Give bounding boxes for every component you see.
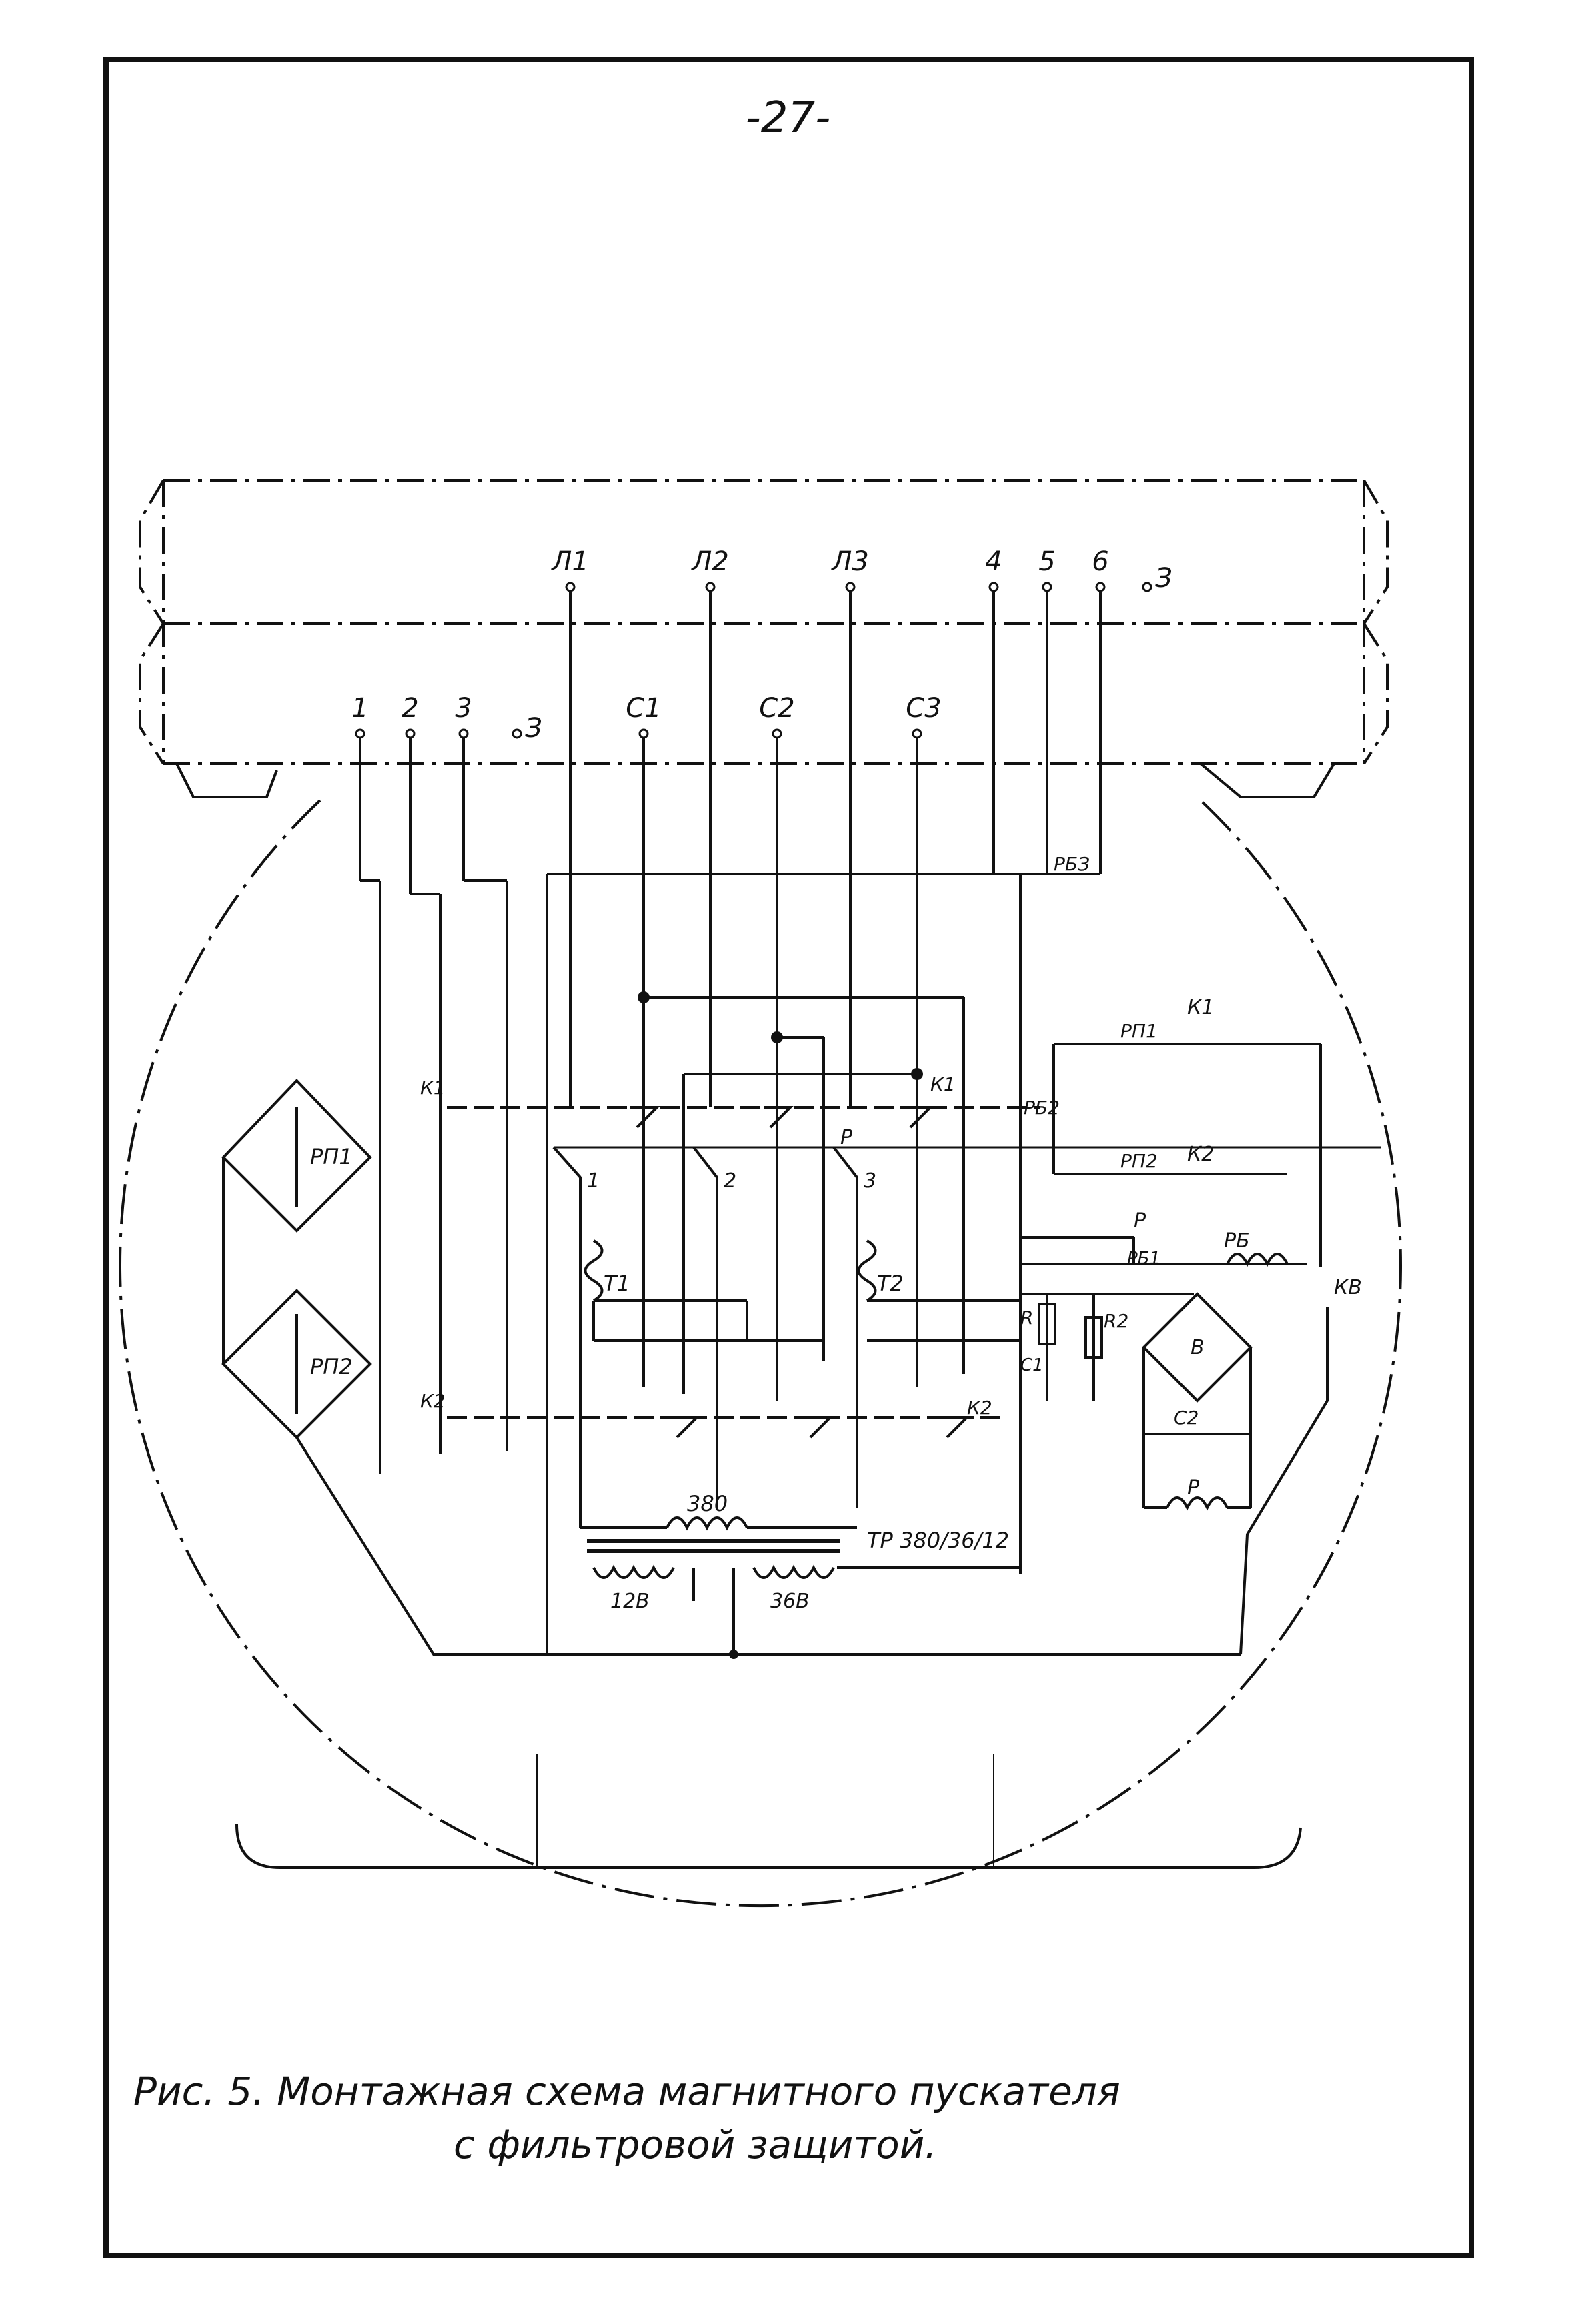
label-rb2: РБ2 (1024, 1097, 1060, 1119)
label-r: R (1020, 1307, 1033, 1329)
switches (552, 1146, 858, 1508)
label-t2: Т2 (877, 1271, 904, 1296)
terminal-label-5: 5 (1038, 546, 1055, 577)
label-p-top: Р (1134, 1209, 1146, 1233)
label-switch-3: 3 (864, 1169, 876, 1193)
terminal-label-l1: Л1 (550, 546, 589, 577)
terminal-label-c3: С3 (906, 693, 941, 724)
label-12v: 12В (610, 1590, 650, 1613)
label-rp1: РП1 (310, 1144, 353, 1169)
housing-top (139, 479, 1389, 765)
label-k1-coil: К1 (1187, 996, 1214, 1019)
label-rb: РБ (1224, 1229, 1250, 1253)
label-rp2: РП2 (310, 1354, 353, 1379)
caption-line-2: с фильтровой защитой. (454, 2122, 937, 2167)
casing-base (235, 1824, 1302, 1869)
casing-circle (119, 799, 1402, 1908)
terminal-label-l2: Л2 (690, 546, 729, 577)
housing-foot-left (175, 763, 278, 798)
terminal-label-c2: С2 (759, 693, 794, 724)
bridge-v (1142, 1292, 1253, 1403)
label-k2-left: К2 (420, 1390, 446, 1412)
label-c1: С1 (1020, 1355, 1044, 1375)
terminal-label-ground-bottom: З (525, 713, 542, 744)
relay-circuit (1020, 1043, 1329, 1655)
terminal-label-ground-top: З (1155, 563, 1172, 594)
label-rp2-contact: РП2 (1120, 1150, 1158, 1172)
label-resistor-p: Р (1187, 1476, 1200, 1500)
label-switch-1: 1 (587, 1169, 600, 1193)
label-kv: КВ (1334, 1276, 1362, 1299)
label-switch-2: 2 (724, 1169, 736, 1193)
label-380: 380 (687, 1491, 728, 1516)
terminal-label-4: 4 (985, 546, 1002, 577)
terminal-label-1: 1 (351, 693, 368, 724)
figure-caption: Рис. 5. Монтажная схема магнитного пуска… (133, 2065, 1267, 2171)
outgoing-wires (547, 587, 1102, 1107)
terminal-label-c1: С1 (626, 693, 661, 724)
label-k1-left: К1 (420, 1077, 446, 1099)
t1-coil (584, 1239, 604, 1302)
terminal-label-6: 6 (1092, 546, 1108, 577)
label-k2-coil: К2 (1187, 1143, 1214, 1166)
label-rp1-contact: РП1 (1120, 1020, 1158, 1042)
bus-lines (546, 874, 1241, 1656)
caption-line-1: Рис. 5. Монтажная схема магнитного пуска… (133, 2069, 1120, 2114)
t2-coil (857, 1239, 877, 1302)
terminal-label-3: 3 (455, 693, 472, 724)
page-frame (103, 57, 1474, 2258)
label-t1: Т1 (604, 1271, 630, 1296)
label-p: Р (840, 1126, 853, 1149)
label-r2: R2 (1104, 1310, 1128, 1332)
bridge-rp1 (221, 1079, 372, 1233)
page-number: -27- (745, 93, 831, 143)
transformer (579, 1508, 1020, 1654)
housing-foot-right (1199, 762, 1335, 798)
label-k2-right: К2 (967, 1397, 992, 1419)
junction-dots (638, 991, 923, 1659)
incoming-wires (359, 734, 918, 1474)
label-36v: 36В (770, 1590, 810, 1613)
terminal-label-2: 2 (402, 693, 418, 724)
terminal-circles (355, 582, 1152, 739)
label-transformer: ТР 380/36/12 (867, 1528, 1009, 1553)
terminal-label-l3: Л3 (830, 546, 869, 577)
label-k1-right: К1 (930, 1073, 956, 1095)
label-v: В (1191, 1336, 1205, 1359)
label-c2: С2 (1174, 1407, 1199, 1429)
label-rbz: РБЗ (1054, 853, 1090, 875)
label-rb1: РБ1 (1127, 1249, 1160, 1269)
